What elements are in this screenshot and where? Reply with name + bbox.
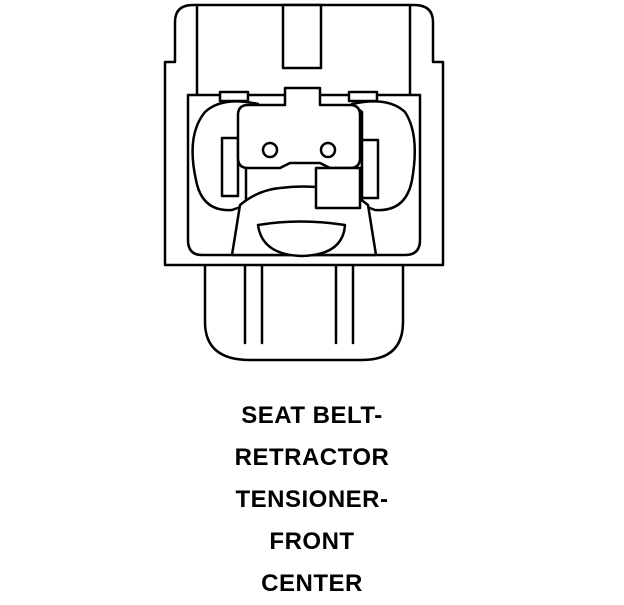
terminal-cavity-2 [319, 141, 337, 159]
connector-diagram [163, 3, 445, 362]
connector-caption: SEAT BELT- RETRACTOR TENSIONER- FRONT CE… [0, 395, 624, 605]
slot-left [218, 90, 250, 103]
slot-right [347, 90, 379, 103]
lower-center-block [314, 166, 362, 210]
right-lobe-tab [360, 138, 380, 200]
caption-line-5: CENTER [261, 570, 363, 597]
caption-line-3: TENSIONER- [235, 486, 389, 513]
lock-crescent [256, 220, 347, 258]
top-latch [281, 3, 323, 70]
caption-line-4: FRONT [269, 528, 355, 555]
left-lobe-tab [220, 136, 240, 198]
rear-housing [203, 260, 405, 362]
caption-line-2: RETRACTOR [234, 444, 390, 471]
caption-line-1: SEAT BELT- [241, 402, 383, 429]
terminal-cavity-1 [261, 141, 279, 159]
